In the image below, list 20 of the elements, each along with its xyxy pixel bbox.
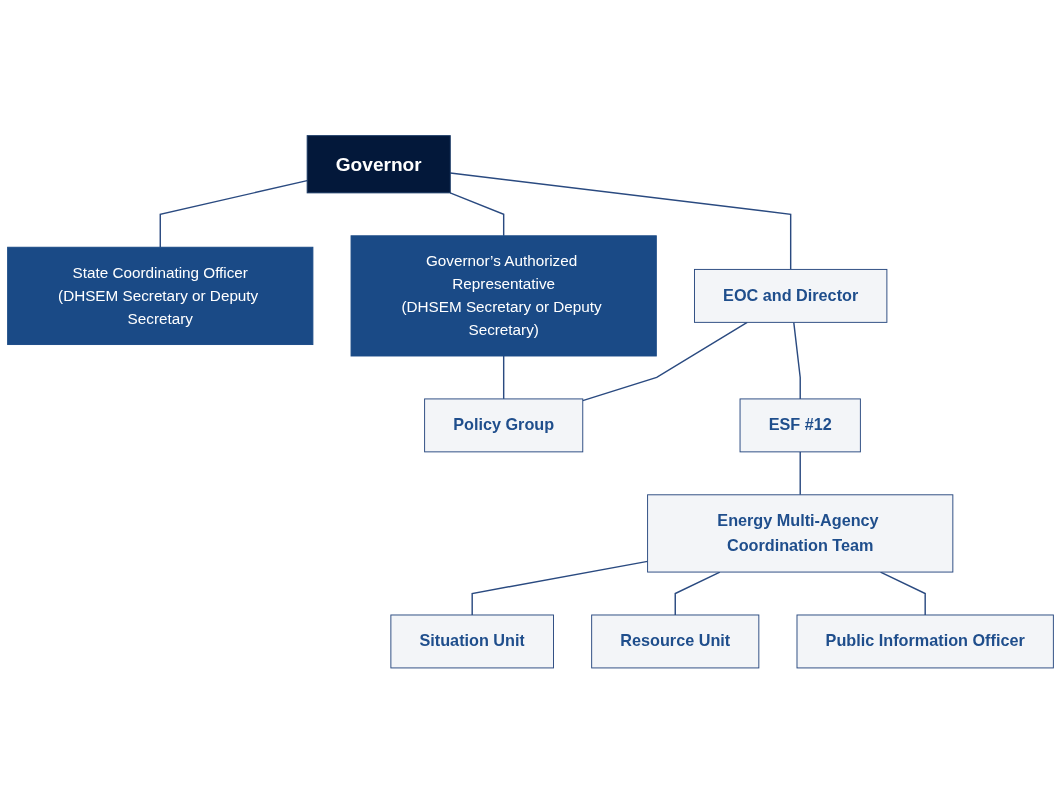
connector (674, 571, 721, 616)
connector (793, 321, 801, 400)
connector (582, 321, 748, 402)
node-box: Policy Group (424, 398, 584, 453)
connector (799, 450, 801, 496)
node-box: State Coordinating Officer (DHSEM Secretary or Deputy Secretary (7, 246, 314, 345)
node-box: Situation Unit (390, 614, 554, 669)
node-box: EOC and Director (694, 268, 888, 323)
node-box: Governor’s Authorized Representative (DHSEM Secretary or Deputy Secretary) (350, 235, 657, 357)
connector (449, 171, 792, 270)
node-box: ESF #12 (739, 398, 861, 453)
node-box: Governor (306, 134, 451, 194)
connector (879, 571, 926, 616)
connector (159, 179, 308, 248)
connector (502, 355, 505, 400)
node-box: Energy Multi-Agency Coordination Team (647, 494, 954, 573)
node-box: Resource Unit (591, 614, 760, 669)
connector (471, 560, 649, 616)
connector (449, 191, 505, 237)
node-box: Public Information Officer (796, 614, 1054, 669)
